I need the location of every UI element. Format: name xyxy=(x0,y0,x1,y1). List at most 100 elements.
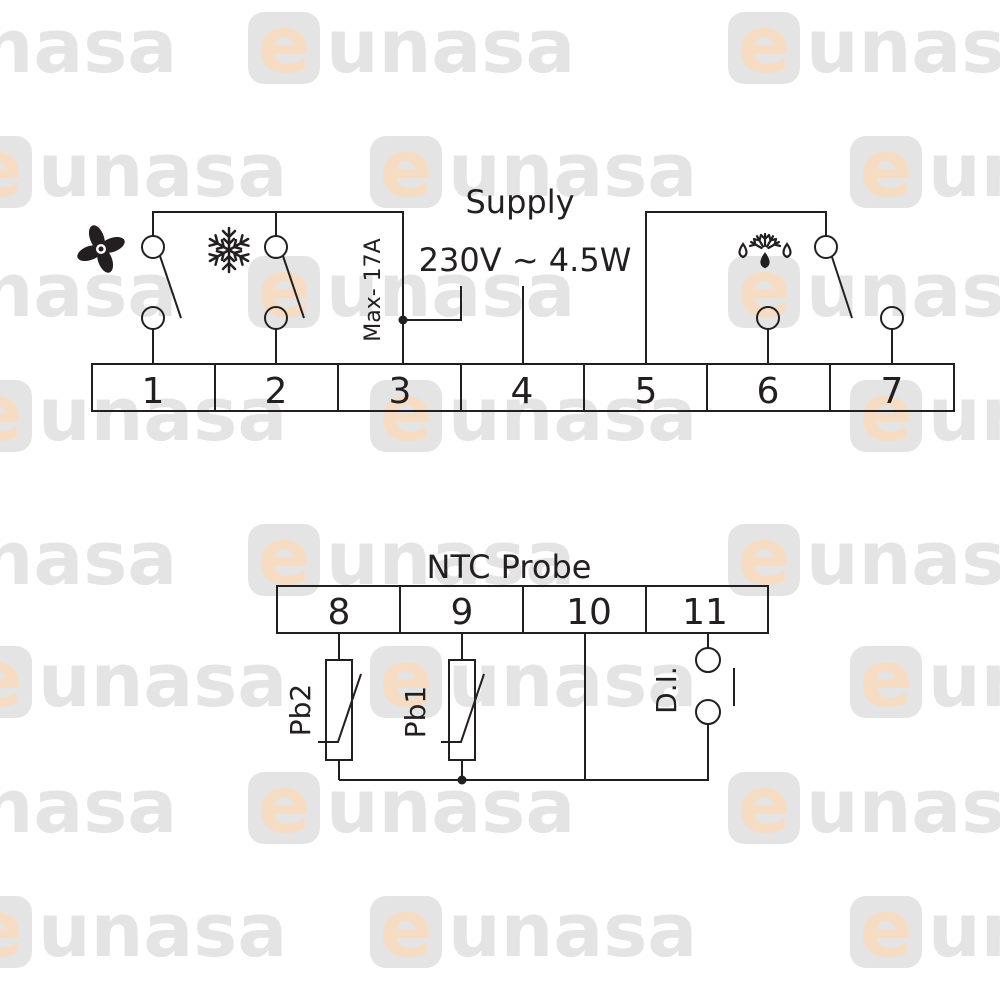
svg-text:e: e xyxy=(738,1,791,91)
probe-title: NTC Probe xyxy=(427,548,592,586)
svg-text:unasa: unasa xyxy=(38,372,287,458)
digital-input-label: D.I. xyxy=(650,666,683,714)
svg-text:unasa: unasa xyxy=(928,128,1000,214)
terminal-labels-main: 1 2 3 4 5 6 7 xyxy=(142,371,904,412)
supply-title: Supply xyxy=(465,183,574,221)
relay-contact-icon xyxy=(814,235,838,259)
svg-text:unasa: unasa xyxy=(326,764,575,850)
fan-icon xyxy=(77,225,125,273)
max-current-label: Max- 17A xyxy=(361,238,386,341)
svg-text:e: e xyxy=(860,125,913,215)
terminal-11: 11 xyxy=(682,592,728,633)
terminal-4: 4 xyxy=(511,371,534,412)
watermark-layer: eunasaeunasaeunasaeunasaeunasaeunasaeuna… xyxy=(0,1,1000,975)
probe-label-pb1: Pb1 xyxy=(399,686,432,738)
probe-label-pb2: Pb2 xyxy=(284,684,317,736)
svg-text:e: e xyxy=(0,885,22,975)
svg-text:unasa: unasa xyxy=(928,638,1000,724)
junction-dot xyxy=(457,775,467,785)
relay-switch-defrost xyxy=(831,256,853,319)
svg-text:e: e xyxy=(860,885,913,975)
svg-text:unasa: unasa xyxy=(448,372,697,458)
relay-wiring xyxy=(141,211,904,364)
svg-text:e: e xyxy=(860,369,913,459)
svg-text:e: e xyxy=(0,125,22,215)
svg-text:unasa: unasa xyxy=(326,4,575,90)
svg-text:e: e xyxy=(380,369,433,459)
relay-contact-icon xyxy=(695,647,721,673)
svg-text:unasa: unasa xyxy=(38,888,287,974)
terminal-10: 10 xyxy=(566,592,612,633)
svg-text:e: e xyxy=(0,369,22,459)
terminal-7: 7 xyxy=(881,371,904,412)
svg-text:e: e xyxy=(0,635,22,725)
svg-text:e: e xyxy=(380,885,433,975)
terminal-8: 8 xyxy=(328,592,351,633)
svg-text:unasa: unasa xyxy=(928,372,1000,458)
relay-contact-icon xyxy=(141,235,165,259)
svg-text:e: e xyxy=(860,635,913,725)
svg-text:unasa: unasa xyxy=(806,764,1000,850)
svg-text:unasa: unasa xyxy=(0,764,177,850)
relay-switch-compressor xyxy=(282,255,305,319)
svg-text:unasa: unasa xyxy=(326,516,575,602)
terminal-block-probe xyxy=(276,585,769,634)
terminal-1: 1 xyxy=(142,371,165,412)
supply-wire-3 xyxy=(403,286,462,321)
svg-text:unasa: unasa xyxy=(0,516,177,602)
svg-text:unasa: unasa xyxy=(0,4,177,90)
svg-text:unasa: unasa xyxy=(0,248,177,334)
common-bus-wire xyxy=(152,211,404,364)
svg-text:unasa: unasa xyxy=(448,888,697,974)
svg-text:unasa: unasa xyxy=(448,128,697,214)
thermistor-slash-pb2 xyxy=(318,673,362,743)
snowflake-icon xyxy=(208,226,250,274)
svg-text:unasa: unasa xyxy=(448,638,697,724)
svg-text:unasa: unasa xyxy=(806,4,1000,90)
svg-text:e: e xyxy=(738,761,791,851)
svg-text:e: e xyxy=(738,513,791,603)
svg-text:e: e xyxy=(380,125,433,215)
svg-text:unasa: unasa xyxy=(928,888,1000,974)
defrost-common-wire xyxy=(645,211,827,364)
svg-text:unasa: unasa xyxy=(38,128,287,214)
terminal-5: 5 xyxy=(635,371,658,412)
terminal-6: 6 xyxy=(757,371,780,412)
thermistor-slash-pb1 xyxy=(441,673,485,743)
svg-text:unasa: unasa xyxy=(806,516,1000,602)
svg-text:e: e xyxy=(258,1,311,91)
supply-rating: 230V ~ 4.5W xyxy=(419,241,632,279)
terminal-2: 2 xyxy=(265,371,288,412)
relay-switch-fan xyxy=(159,255,182,319)
relay-contact-icon xyxy=(695,699,721,725)
svg-text:e: e xyxy=(258,513,311,603)
terminal-9: 9 xyxy=(451,592,474,633)
terminal-3: 3 xyxy=(389,371,412,412)
